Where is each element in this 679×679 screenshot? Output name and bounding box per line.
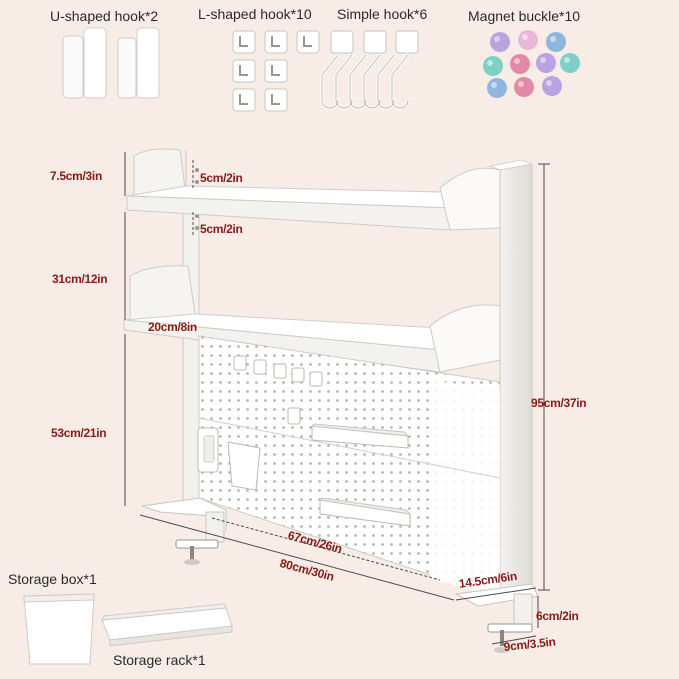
storage-box-label: Storage box*1 xyxy=(8,571,97,587)
l-hook-label: L-shaped hook*10 xyxy=(198,6,312,22)
magnet-highlight xyxy=(564,57,570,63)
magnet-buckle-icon xyxy=(483,30,580,98)
simple-hook-label: Simple hook*6 xyxy=(337,6,428,22)
magnet-1 xyxy=(490,32,510,52)
magnet-highlight xyxy=(550,36,556,42)
dim-riser-b: 5cm/2in xyxy=(200,222,243,236)
magnet-9 xyxy=(514,77,534,97)
magnet-10 xyxy=(542,76,562,96)
magnet-highlight xyxy=(491,82,497,88)
simple-hook-icon xyxy=(320,30,419,110)
magnet-8 xyxy=(487,78,507,98)
magnet-highlight xyxy=(546,80,552,86)
magnet-6 xyxy=(536,53,556,73)
magnet-3 xyxy=(546,32,566,52)
dim-lower-height: 53cm/21in xyxy=(51,426,107,440)
middle-shelf xyxy=(123,265,501,373)
l-hook-icon xyxy=(232,30,320,112)
top-shelf xyxy=(126,148,501,231)
mounted-storage-rack xyxy=(310,423,412,527)
storage-rack-icon xyxy=(101,603,233,647)
storage-rack-label: Storage rack*1 xyxy=(113,652,206,668)
pegboard-hooks xyxy=(233,355,323,425)
magnet-5 xyxy=(510,54,530,74)
storage-box-icon xyxy=(23,593,95,665)
magnet-highlight xyxy=(514,58,520,64)
dim-shelf-depth: 20cm/8in xyxy=(148,320,197,334)
magnet-4 xyxy=(483,56,503,76)
right-clamp xyxy=(454,583,539,653)
dim-total-height: 95cm/37in xyxy=(531,396,587,410)
magnet-7 xyxy=(560,53,580,73)
dim-mid-gap: 31cm/12in xyxy=(52,272,108,286)
magnet-highlight xyxy=(540,57,546,63)
magnet-2 xyxy=(518,30,538,50)
dim-clamp-height: 6cm/2in xyxy=(536,609,579,623)
left-upright xyxy=(182,209,200,507)
u-hook-icon xyxy=(62,27,160,99)
dim-top-gap: 7.5cm/3in xyxy=(50,169,102,183)
dim-riser-a: 5cm/2in xyxy=(200,171,243,185)
magnet-highlight xyxy=(487,60,493,66)
pegboard xyxy=(198,335,501,599)
magnet-label: Magnet buckle*10 xyxy=(468,8,581,24)
dimension-lines xyxy=(124,152,550,645)
magnet-highlight xyxy=(522,34,528,40)
u-hook-label: U-shaped hook*2 xyxy=(50,8,159,24)
mounted-storage-box xyxy=(197,427,261,491)
magnet-highlight xyxy=(518,81,524,87)
magnet-highlight xyxy=(494,36,500,42)
left-clamp xyxy=(141,497,227,565)
